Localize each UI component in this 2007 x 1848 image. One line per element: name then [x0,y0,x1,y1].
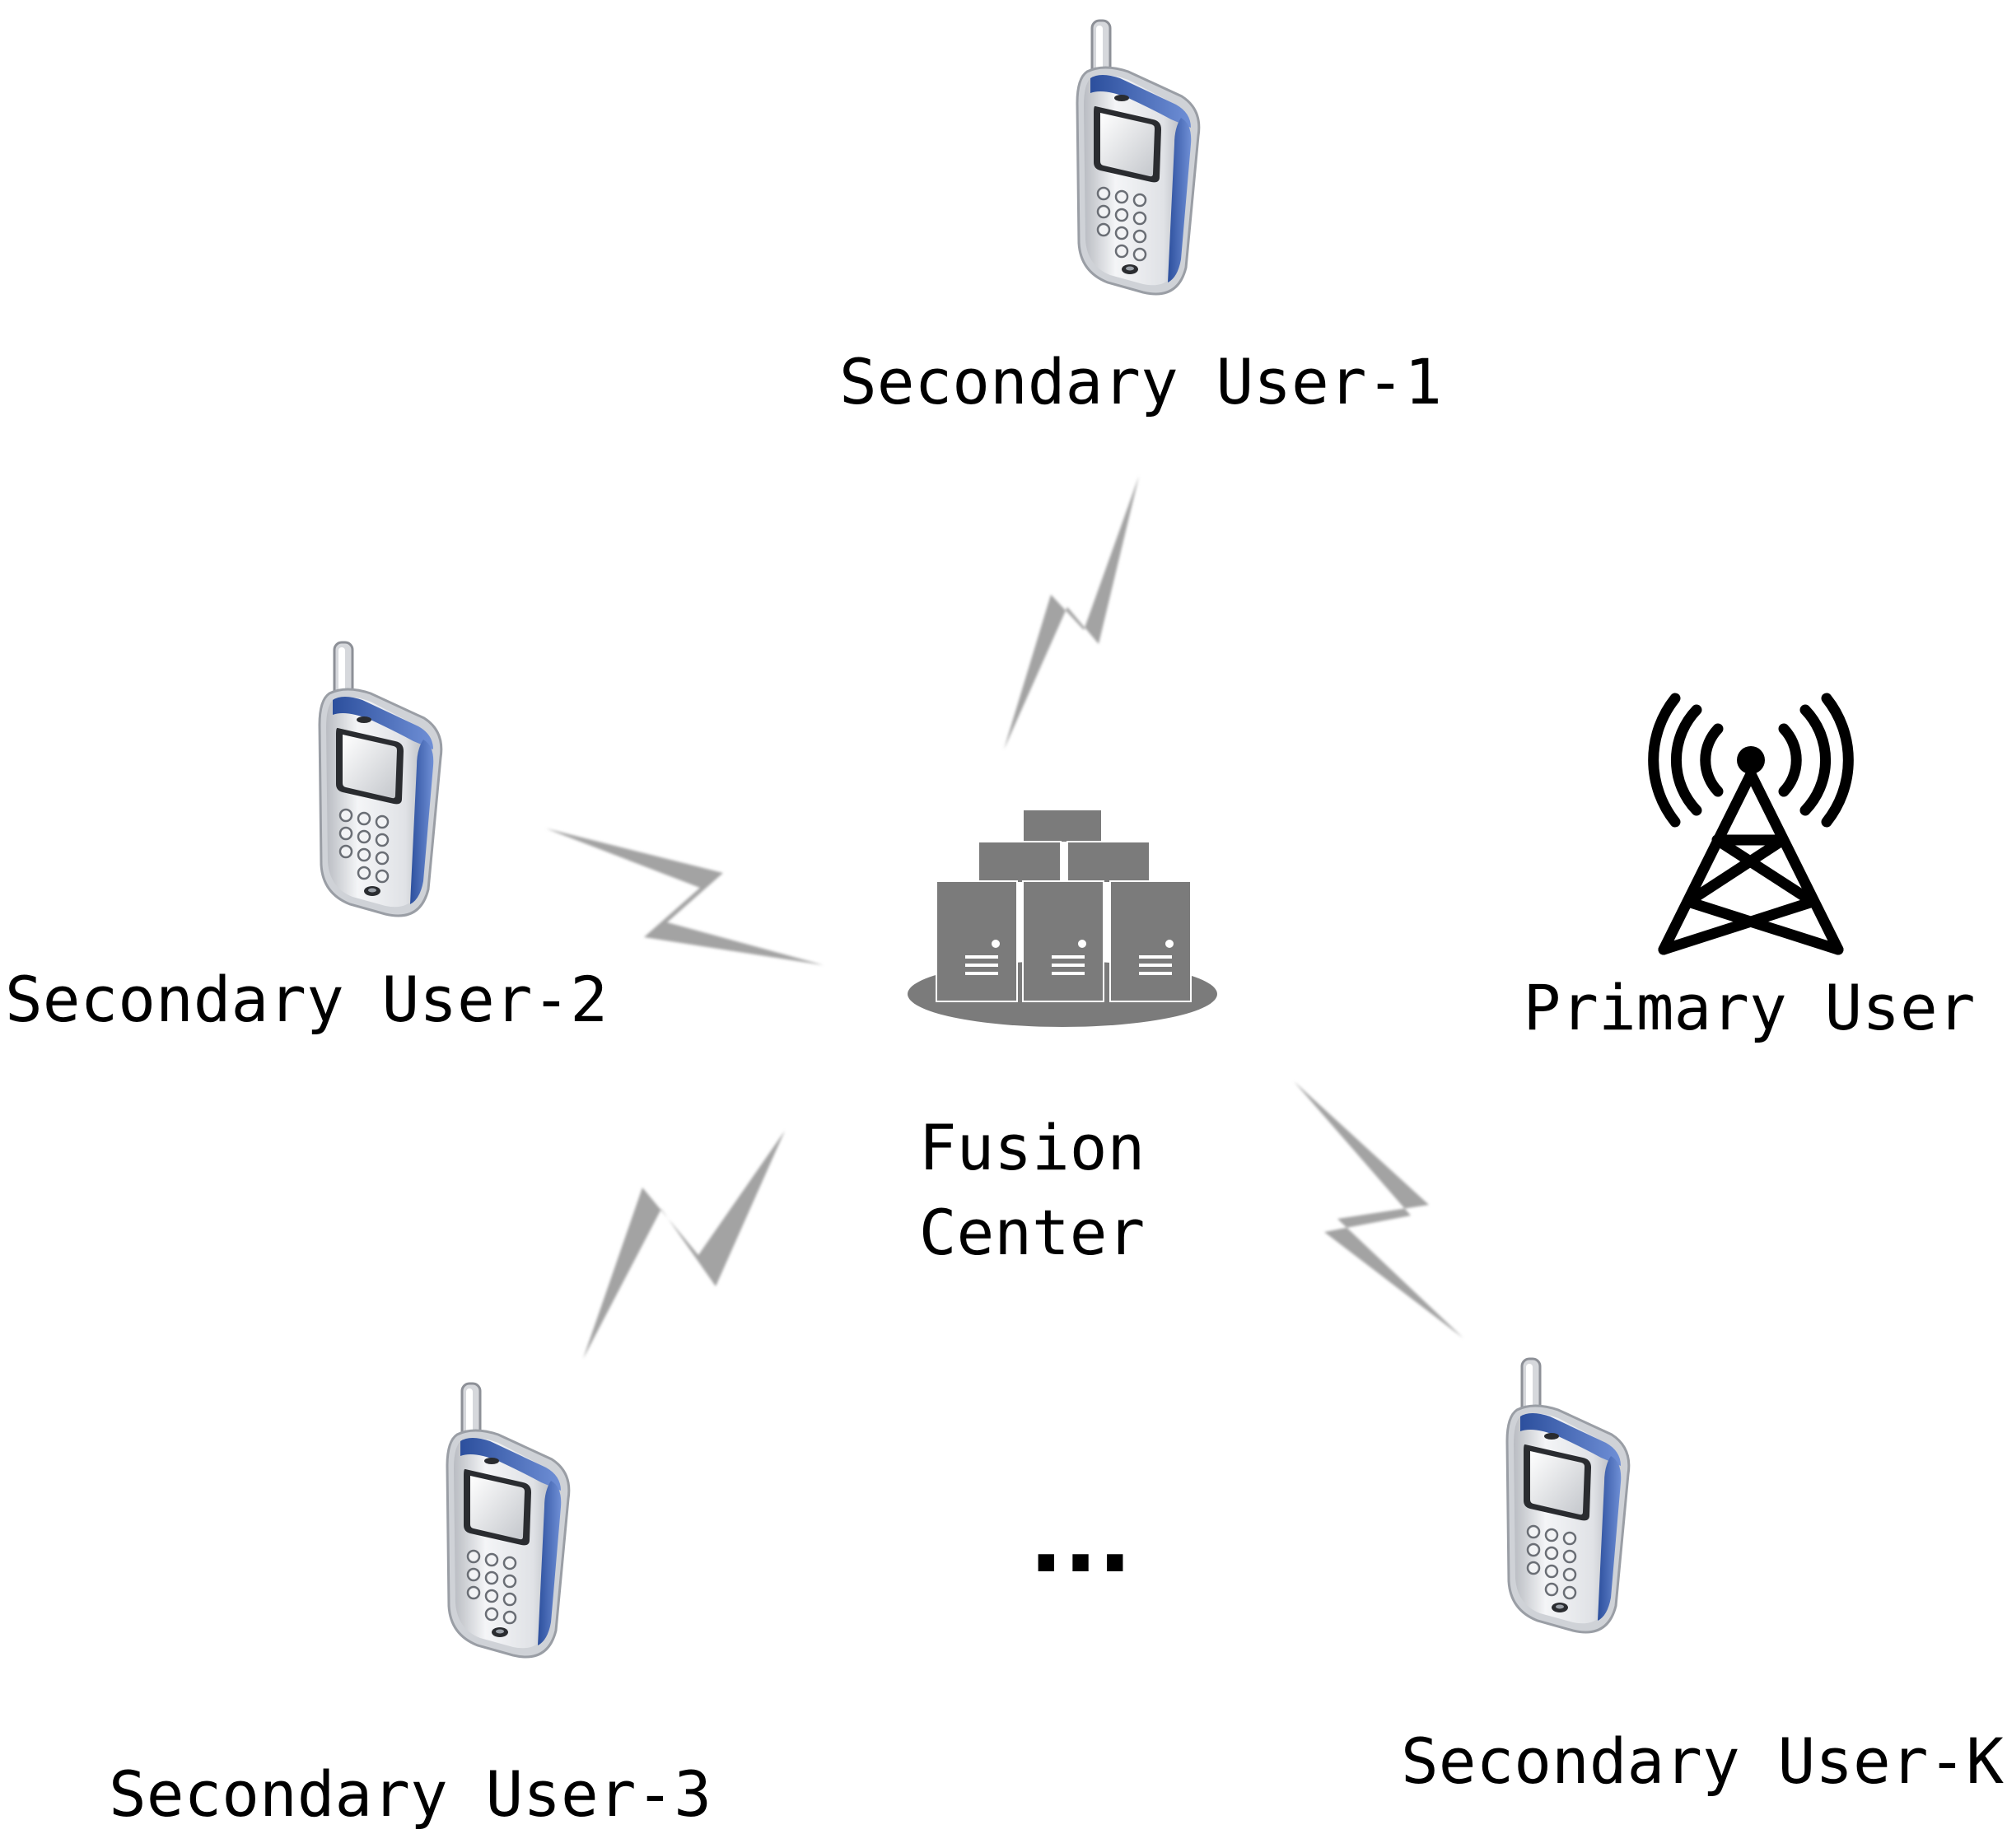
fusion-center-server-cluster-icon [908,809,1217,1027]
secondary-user-1-label: Secondary User-1 [839,345,1442,418]
primary-user-radio-tower-icon [1648,693,1854,955]
wireless-link-su1-icon [1004,476,1139,749]
fusion-center-label-line1: Fusion [919,1111,1146,1184]
more-users-ellipsis: ... [1029,1487,1132,1593]
wireless-link-su2-icon [546,828,824,965]
secondary-user-k-phone-icon [1505,1357,1631,1634]
secondary-user-2-label: Secondary User-2 [5,963,608,1036]
wireless-link-suk-icon [1294,1081,1463,1338]
wireless-link-su3-icon [583,1131,785,1359]
secondary-user-1-phone-icon [1076,19,1201,296]
fusion-center-label-line2: Center [919,1196,1146,1269]
secondary-user-3-phone-icon [446,1382,571,1659]
secondary-user-k-label: Secondary User-K [1401,1724,2004,1798]
secondary-user-3-label: Secondary User-3 [109,1757,712,1831]
primary-user-label: Primary User [1523,971,1975,1044]
secondary-user-2-phone-icon [318,641,443,917]
